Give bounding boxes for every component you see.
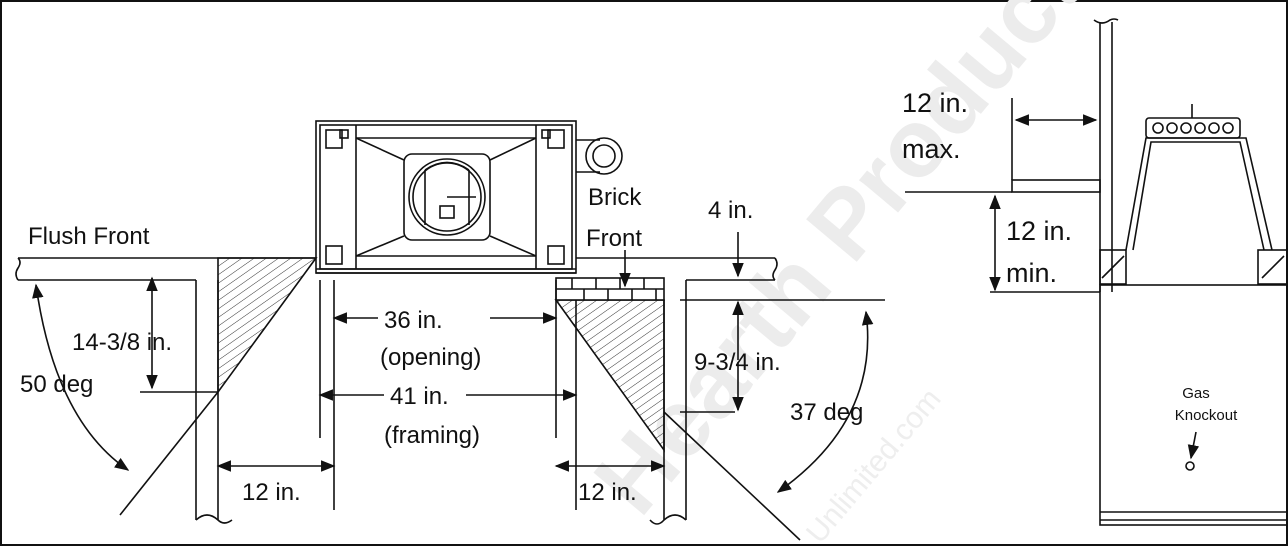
vent-top <box>1145 117 1241 139</box>
air-pipe <box>576 139 600 173</box>
mantel-shelf <box>1011 179 1101 193</box>
hood <box>1125 137 1273 251</box>
label-flush-front: Flush Front <box>28 223 150 250</box>
label-four-in: 4 in. <box>708 197 753 224</box>
side-dimension-arrows <box>989 114 1200 460</box>
label-framing-dim: 41 in. <box>390 383 449 410</box>
label-min-dim: 12 in. <box>1006 216 1072 246</box>
hatch-left <box>217 257 318 395</box>
label-max-word: max. <box>902 134 961 164</box>
label-framing-word: (framing) <box>384 422 480 449</box>
label-brick: Brick <box>588 184 642 211</box>
label-height-right: 9-3/4 in. <box>694 349 781 376</box>
label-min-word: min. <box>1006 258 1057 288</box>
top-view-labels: Flush Front Brick Front 4 in. 14-3/8 in.… <box>20 184 863 506</box>
label-side-right: 12 in. <box>578 479 637 506</box>
label-angle-left: 50 deg <box>20 371 93 398</box>
label-opening-word: (opening) <box>380 344 481 371</box>
label-side-left: 12 in. <box>242 479 301 506</box>
top-view <box>15 120 885 541</box>
vent-collar <box>403 153 491 241</box>
gas-knockout-circle <box>1185 461 1195 471</box>
side-view <box>905 18 1288 526</box>
label-angle-right: 37 deg <box>790 399 863 426</box>
side-view-labels: 12 in. max. 12 in. min. Gas Knockout <box>902 88 1238 424</box>
label-gas: Gas <box>1182 385 1210 402</box>
label-knockout: Knockout <box>1175 407 1238 424</box>
wall-break-left <box>15 257 21 281</box>
label-max-dim: 12 in. <box>902 88 968 118</box>
label-opening-dim: 36 in. <box>384 307 443 334</box>
firebox-outline <box>315 120 577 274</box>
wall-break-right <box>772 257 778 281</box>
fireplace-body <box>1099 284 1288 526</box>
label-height-left: 14-3/8 in. <box>72 329 172 356</box>
label-front: Front <box>586 225 642 252</box>
